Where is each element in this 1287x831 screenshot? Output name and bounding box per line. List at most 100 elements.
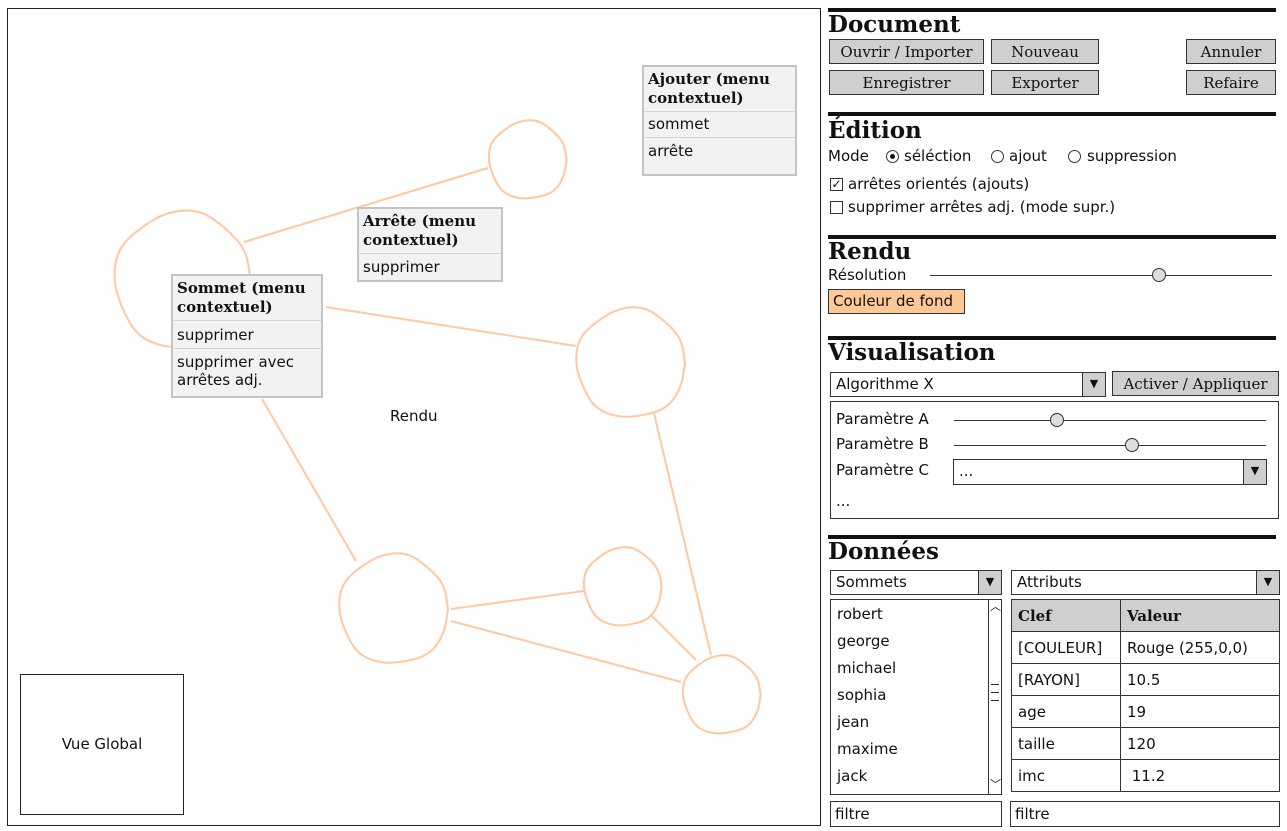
key-column-header: Clef xyxy=(1011,599,1121,632)
add-vertex-item[interactable]: sommet xyxy=(648,115,710,133)
graph-edge[interactable] xyxy=(261,398,357,562)
param-c-value: ... xyxy=(959,462,974,480)
activate-apply-button[interactable]: Activer / Appliquer xyxy=(1112,371,1279,396)
mode-selection-radio[interactable] xyxy=(886,150,899,163)
graph-edge[interactable] xyxy=(450,590,585,610)
attribute-key-cell: [COULEUR] xyxy=(1011,631,1121,664)
attribute-value-cell: 19 xyxy=(1120,695,1280,728)
background-color-button[interactable]: Couleur de fond xyxy=(828,289,965,314)
scroll-thumb-line[interactable] xyxy=(991,684,999,685)
graph-view[interactable] xyxy=(8,9,820,825)
scroll-thumb-line[interactable] xyxy=(991,692,999,693)
dropdown-arrow-icon[interactable]: ▼ xyxy=(978,571,1001,594)
param-b-label: Paramètre B xyxy=(836,435,929,453)
mode-delete-label: suppression xyxy=(1087,147,1177,165)
param-b-slider-knob[interactable] xyxy=(1124,438,1139,452)
mode-add-radio[interactable] xyxy=(991,150,1004,163)
check-mark-icon: ✓ xyxy=(831,177,842,191)
algorithm-parameters-panel: Paramètre A Paramètre B Paramètre C ... … xyxy=(830,401,1279,519)
list-item[interactable]: robert xyxy=(837,605,883,623)
overview-label: Vue Global xyxy=(61,735,143,753)
undo-button[interactable]: Annuler xyxy=(1186,39,1276,64)
list-filter-input[interactable]: filtre xyxy=(830,801,1002,827)
oriented-edges-label: arrêtes orientés (ajouts) xyxy=(848,175,1030,193)
edition-title: Édition xyxy=(828,117,922,144)
rendu-title: Rendu xyxy=(828,238,912,265)
delete-vertex-with-edges-item[interactable]: supprimer avec arrêtes adj. xyxy=(177,353,295,389)
attribute-key-cell: taille xyxy=(1011,727,1121,760)
new-button[interactable]: Nouveau xyxy=(991,39,1099,64)
graph-vertex[interactable] xyxy=(575,306,687,418)
donnees-title: Données xyxy=(828,538,939,565)
edition-rule xyxy=(828,112,1276,116)
delete-vertex-item[interactable]: supprimer xyxy=(177,326,254,344)
param-a-slider-track[interactable] xyxy=(954,420,1266,421)
donnees-rule xyxy=(828,535,1276,539)
open-import-button[interactable]: Ouvrir / Importer xyxy=(829,39,984,64)
delete-adjacent-label: supprimer arrêtes adj. (mode supr.) xyxy=(848,198,1116,216)
visualisation-title: Visualisation xyxy=(828,339,996,366)
graph-vertex[interactable] xyxy=(681,654,762,735)
attribute-value-cell: 10.5 xyxy=(1120,663,1280,696)
dropdown-arrow-icon[interactable]: ▼ xyxy=(1082,373,1105,396)
resolution-slider-track[interactable] xyxy=(930,275,1272,276)
param-a-label: Paramètre A xyxy=(836,410,929,428)
table-header-row: Clef Valeur xyxy=(1011,599,1280,632)
vertex-context-menu: Sommet (menu contextuel) supprimer suppr… xyxy=(171,274,323,398)
list-item[interactable]: sophia xyxy=(837,686,887,704)
dropdown-arrow-icon[interactable]: ▼ xyxy=(1256,571,1279,594)
attributes-select[interactable]: Attributs ▼ xyxy=(1011,570,1280,595)
resolution-label: Résolution xyxy=(828,266,907,284)
list-item[interactable]: george xyxy=(837,632,890,650)
delete-edge-item[interactable]: supprimer xyxy=(363,258,440,276)
mode-selection-label: séléction xyxy=(904,147,972,165)
more-parameters: ... xyxy=(836,492,851,510)
scroll-thumb-line[interactable] xyxy=(991,700,999,701)
table-row[interactable]: imc 11.2 xyxy=(1011,759,1280,792)
add-edge-item[interactable]: arrête xyxy=(648,142,694,160)
algorithm-select[interactable]: Algorithme X ▼ xyxy=(830,372,1106,397)
list-item[interactable]: jean xyxy=(837,713,870,731)
graph-edge[interactable] xyxy=(653,412,712,656)
list-item[interactable]: maxime xyxy=(837,740,898,758)
redo-button[interactable]: Refaire xyxy=(1186,70,1276,95)
visualisation-rule xyxy=(828,336,1276,340)
param-b-slider-track[interactable] xyxy=(954,445,1266,446)
graph-edge[interactable] xyxy=(650,614,697,661)
attribute-key-cell: imc xyxy=(1011,759,1121,792)
oriented-edges-checkbox[interactable]: ✓ xyxy=(830,178,843,191)
list-item[interactable]: michael xyxy=(837,659,897,677)
graph-edge[interactable] xyxy=(243,167,489,243)
vertex-menu-title: Sommet (menu contextuel) xyxy=(177,279,306,316)
global-overview[interactable]: Vue Global xyxy=(20,674,184,815)
graph-vertex[interactable] xyxy=(338,552,450,664)
graph-vertex[interactable] xyxy=(487,119,568,200)
param-a-slider-knob[interactable] xyxy=(1049,413,1064,427)
table-row[interactable]: [RAYON]10.5 xyxy=(1011,663,1280,696)
mode-delete-radio[interactable] xyxy=(1068,150,1081,163)
delete-adjacent-checkbox[interactable] xyxy=(830,201,843,214)
mode-add-label: ajout xyxy=(1009,147,1047,165)
dropdown-arrow-icon[interactable]: ▼ xyxy=(1243,460,1266,484)
list-scrollbar[interactable]: ︿ ﹀ xyxy=(988,600,1002,794)
attributes-filter-input[interactable]: filtre xyxy=(1010,801,1280,827)
export-button[interactable]: Exporter xyxy=(991,70,1099,95)
table-row[interactable]: [COULEUR]Rouge (255,0,0) xyxy=(1011,631,1280,664)
edge-menu-title: Arrête (menu contextuel) xyxy=(363,212,477,249)
scroll-down-icon[interactable]: ﹀ xyxy=(990,778,1001,791)
entity-type-select[interactable]: Sommets ▼ xyxy=(830,570,1002,595)
scroll-up-icon[interactable]: ︿ xyxy=(990,600,1001,613)
graph-edge[interactable] xyxy=(325,306,577,347)
list-item[interactable]: jack xyxy=(837,767,868,785)
document-title: Document xyxy=(828,11,961,38)
graph-edge[interactable] xyxy=(450,620,682,683)
resolution-slider-knob[interactable] xyxy=(1152,268,1167,282)
attribute-key-cell: [RAYON] xyxy=(1011,663,1121,696)
param-c-select[interactable]: ... ▼ xyxy=(953,459,1267,485)
graph-vertex[interactable] xyxy=(582,546,663,627)
attribute-value-cell: 120 xyxy=(1120,727,1280,760)
save-button[interactable]: Enregistrer xyxy=(829,70,984,95)
